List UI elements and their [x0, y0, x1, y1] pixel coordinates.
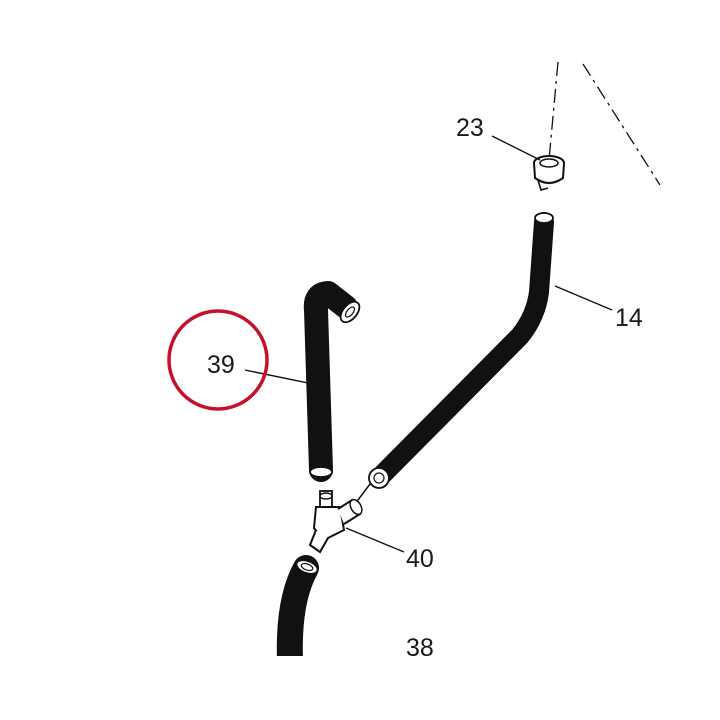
- assembly-reference-lines: [548, 61, 661, 186]
- part-23-clamp: [533, 155, 565, 191]
- label-23: 23: [456, 114, 484, 142]
- part-38-hose: [270, 555, 330, 676]
- label-39: 39: [207, 351, 235, 379]
- part-40-t-connector: [308, 483, 371, 554]
- part-14-hose: [368, 212, 554, 489]
- label-40: 40: [406, 545, 434, 573]
- part-39-hose: [303, 281, 361, 482]
- label-38: 38: [406, 634, 434, 662]
- label-14: 14: [615, 304, 643, 332]
- highlight-circle: [167, 309, 269, 411]
- leader-lines: [244, 135, 613, 553]
